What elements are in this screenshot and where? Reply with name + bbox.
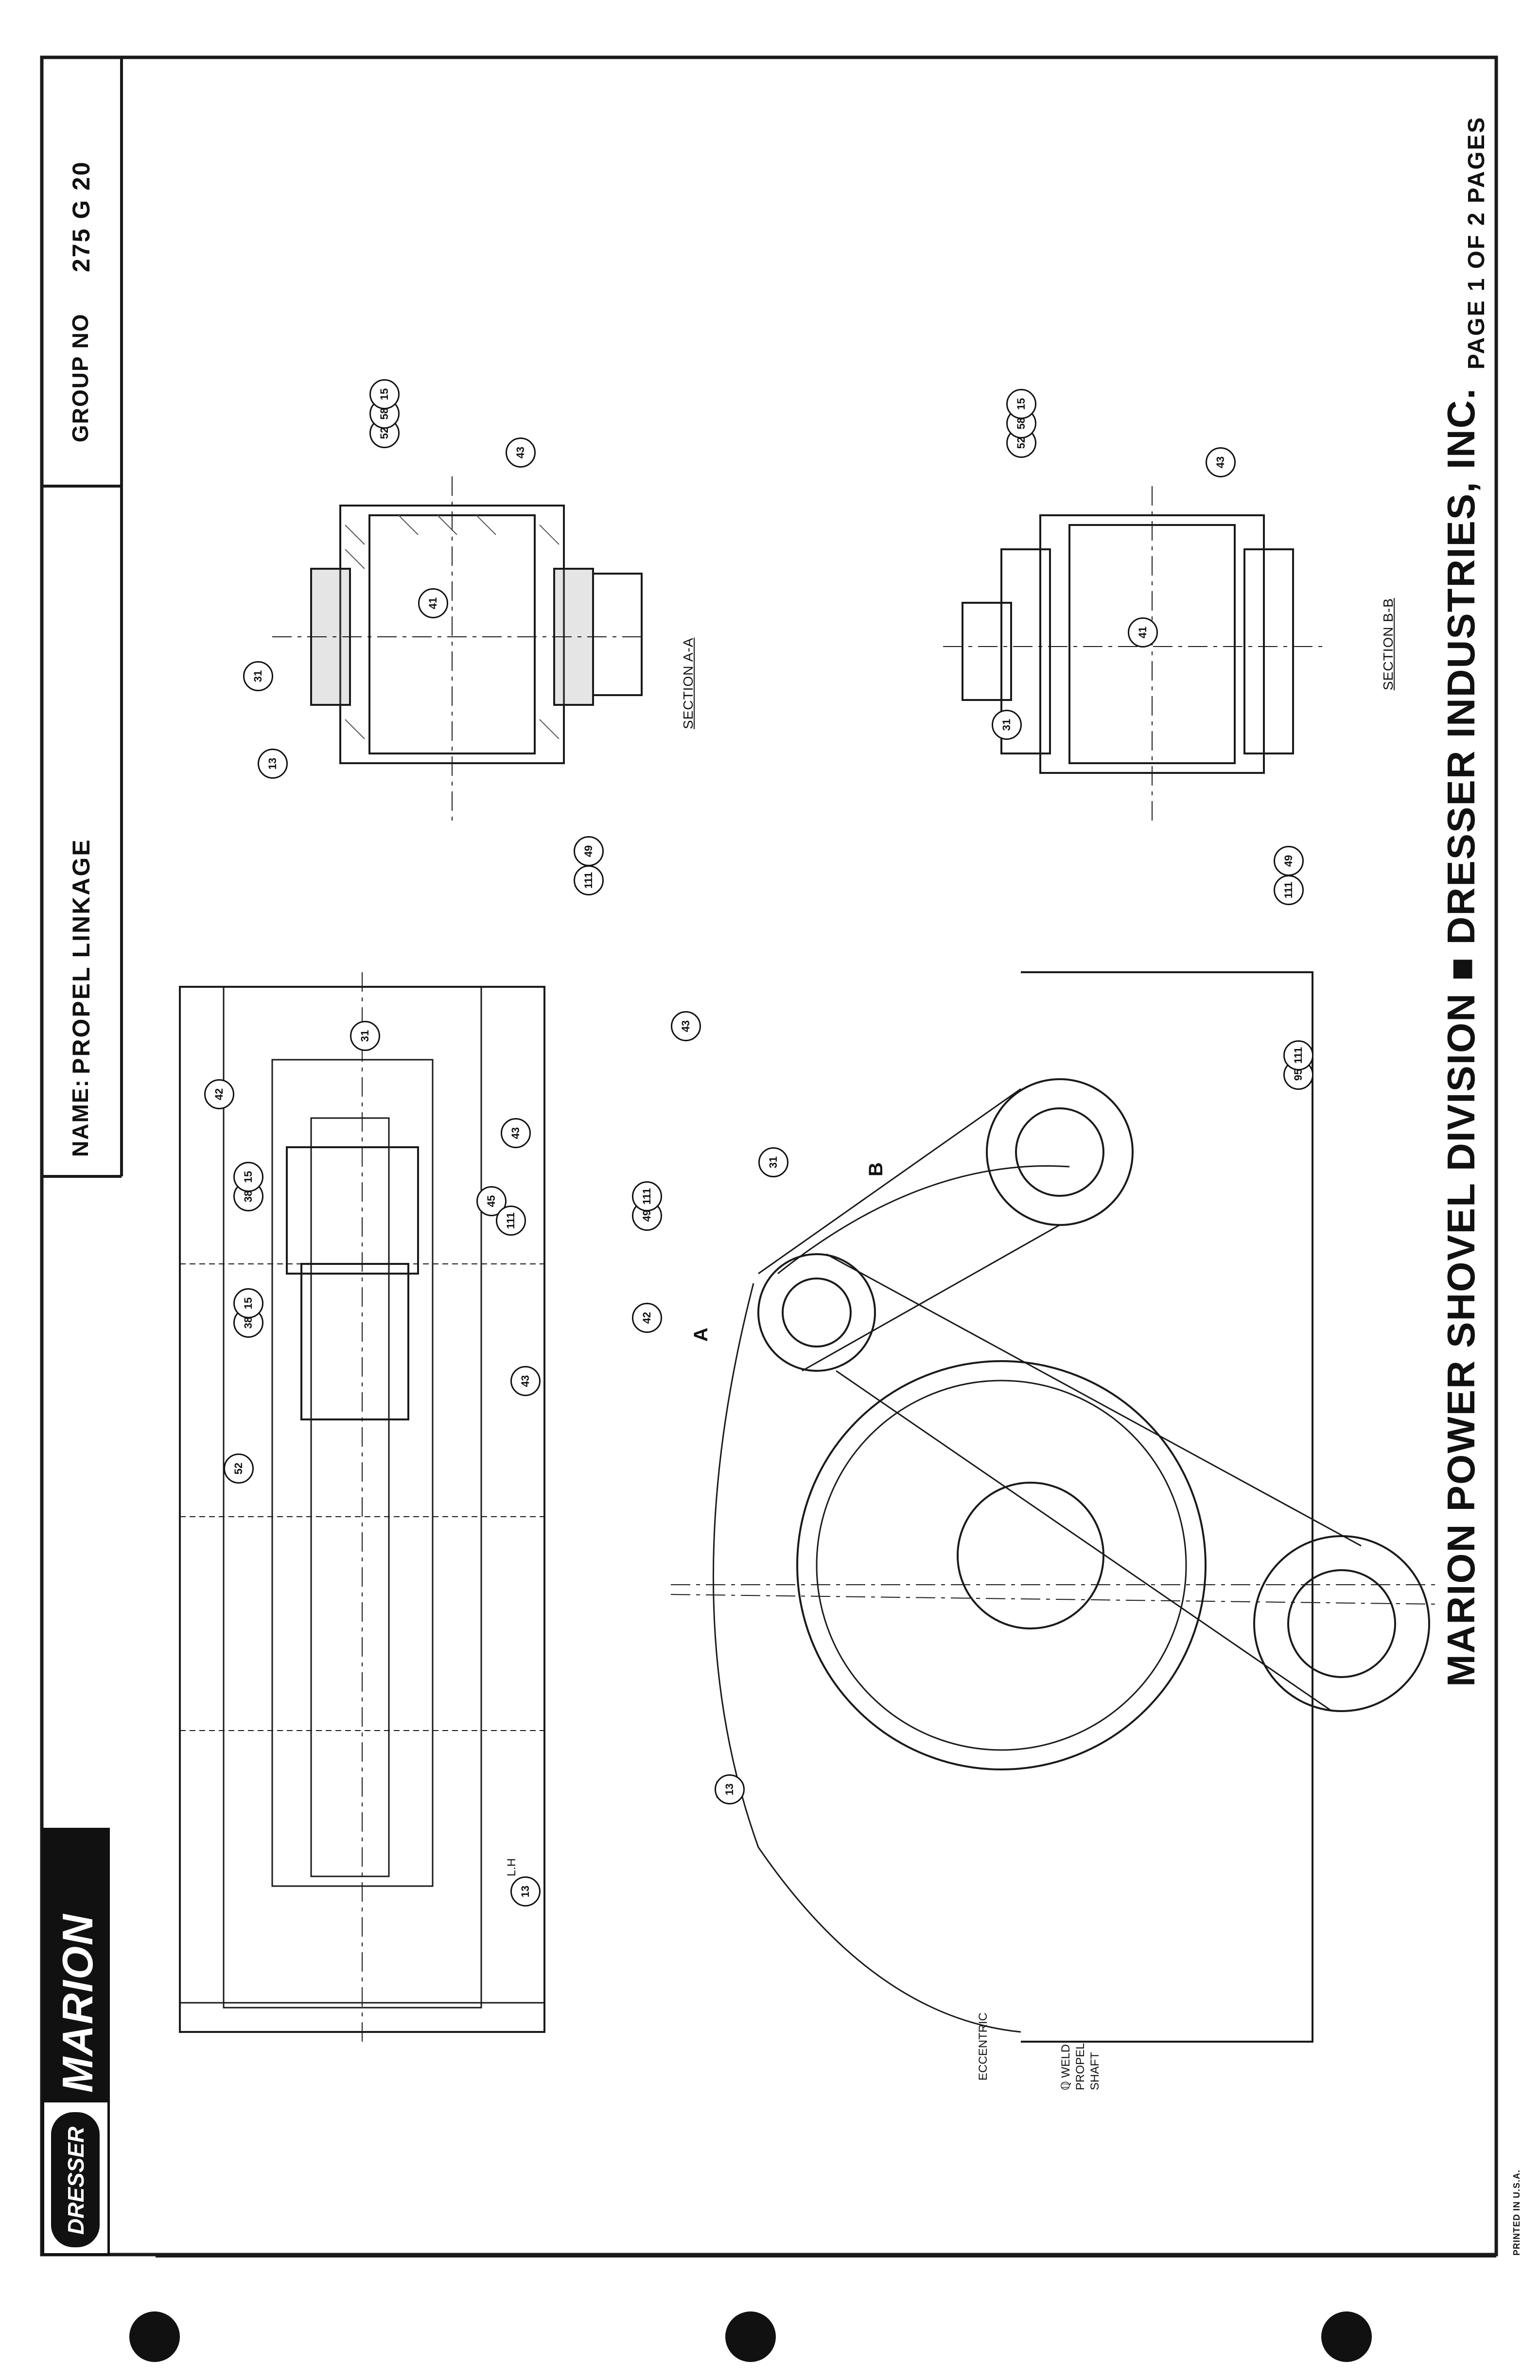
binder-hole-center (725, 2311, 776, 2362)
section-a-a (272, 476, 643, 826)
callout-balloon: 43 (1206, 447, 1236, 477)
callout-balloon: 15 (233, 1288, 263, 1318)
propel-shaft-hub (1253, 1535, 1430, 1712)
callout-balloon: 31 (243, 661, 273, 691)
callout-balloon: 42 (204, 1079, 234, 1109)
callout-balloon: 111 (1274, 875, 1304, 905)
callout-balloon: 15 (1006, 389, 1036, 419)
eccentric-note: ECCENTRIC (977, 2012, 990, 2081)
callout-balloon: 31 (992, 710, 1022, 740)
callout-balloon: 13 (510, 1876, 541, 1907)
callout-balloon: 111 (632, 1181, 662, 1211)
callout-balloon: 43 (501, 1118, 531, 1148)
section-a-a-label: SECTION A-A (681, 637, 696, 729)
propel-shaft-note-2: PROPEL (1074, 2043, 1087, 2090)
elevation-view (670, 971, 1439, 2043)
section-b-b (943, 486, 1322, 826)
callout-balloon: 52 (224, 1453, 254, 1484)
marion-dresser-logo: MARION DRESSER (42, 1828, 110, 2256)
pin-43 (986, 1078, 1134, 1226)
callout-balloon: 43 (671, 1011, 701, 1041)
section-arrow-b: B (865, 1162, 887, 1176)
binder-hole-right (1321, 2311, 1372, 2362)
pin-42 (757, 1253, 876, 1372)
section-b-b-label: SECTION B-B (1381, 598, 1396, 690)
callout-balloon: 31 (758, 1147, 788, 1177)
marion-logo: MARION (44, 1830, 107, 2102)
callout-balloon: 31 (350, 1021, 380, 1051)
callout-balloon: 49 (1274, 846, 1304, 876)
callout-balloon: 13 (258, 749, 288, 779)
callout-balloon: 111 (1283, 1040, 1313, 1070)
section-arrow-a: A (690, 1328, 712, 1342)
group-label: GROUP NO (68, 313, 93, 442)
plan-lh-label: L.H (505, 1858, 518, 1876)
callout-balloon: 15 (369, 379, 400, 409)
main-gear (796, 1360, 1207, 1770)
callout-balloon: 43 (510, 1366, 541, 1396)
printed-in-usa: PRINTED IN U.S.A. (1512, 2169, 1522, 2256)
plan-view (179, 972, 545, 2042)
callout-balloon: 49 (574, 836, 604, 866)
dresser-logo: DRESSER (51, 2112, 100, 2247)
callout-balloon: 41 (418, 588, 448, 618)
group-number: 275 G 20 (68, 160, 95, 272)
callout-balloon: 15 (233, 1162, 263, 1192)
callout-balloon: 41 (1128, 617, 1158, 648)
callout-balloon: 43 (506, 438, 536, 468)
propel-shaft-note-1: ℚ WELD (1059, 2044, 1072, 2090)
drawing-name: PROPEL LINKAGE (68, 838, 95, 1074)
callout-balloon: 111 (496, 1206, 526, 1236)
page-count: PAGE 1 OF 2 PAGES (1464, 116, 1489, 369)
callout-balloon: 111 (574, 865, 604, 895)
propel-shaft-note-3: SHAFT (1088, 2052, 1102, 2090)
name-label: NAME: (68, 1079, 93, 1157)
callout-balloon: 13 (715, 1774, 745, 1804)
company-line: MARION POWER SHOVEL DIVISION ■ DRESSER I… (1439, 387, 1483, 1687)
binder-hole-left (129, 2311, 180, 2362)
callout-balloon: 42 (632, 1303, 662, 1333)
